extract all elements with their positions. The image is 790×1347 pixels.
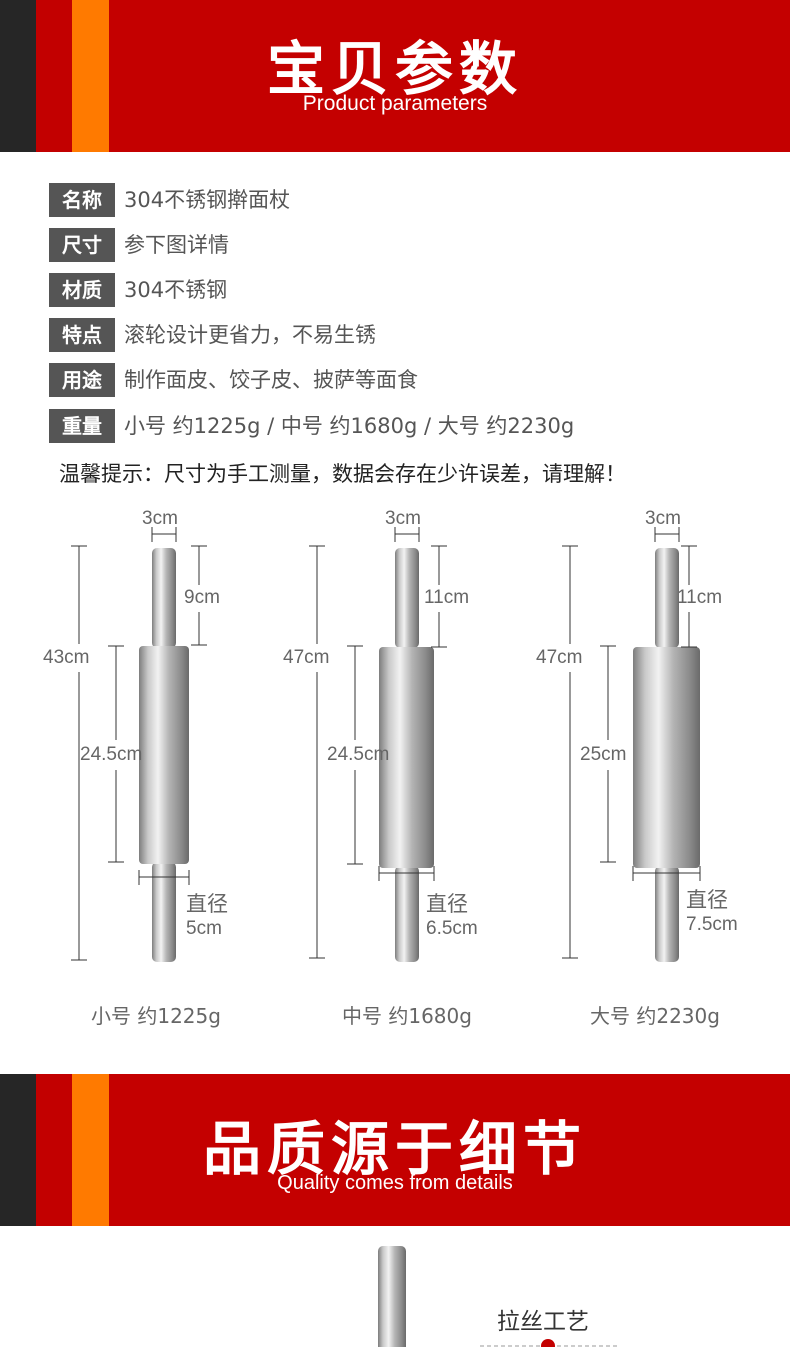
dim-total-length: 47cm xyxy=(536,647,583,668)
dim-handle-length: 9cm xyxy=(184,587,220,608)
dim-handle-length: 11cm xyxy=(424,587,470,608)
dim-diameter: 7.5cm xyxy=(686,914,738,935)
dim-total-length: 43cm xyxy=(43,647,90,668)
dim-roller-length: 25cm xyxy=(580,744,627,765)
dim-diameter-label: 直径 xyxy=(686,888,728,912)
size-caption-small: 小号 约1225g xyxy=(91,1004,221,1028)
detail-rolling-pin xyxy=(378,1246,620,1347)
size-caption-medium: 中号 约1680g xyxy=(342,1004,472,1028)
red-stripe xyxy=(36,1074,72,1226)
dim-roller-length: 24.5cm xyxy=(327,744,390,765)
param-value: 制作面皮、饺子皮、披萨等面食 xyxy=(124,368,418,392)
dark-stripe xyxy=(0,0,36,152)
section-title: 品质源于细节 xyxy=(202,1115,587,1183)
dim-diameter: 6.5cm xyxy=(426,918,478,939)
red-stripe xyxy=(36,0,72,152)
orange-stripe xyxy=(72,0,109,152)
param-label: 特点 xyxy=(49,318,115,352)
param-label: 重量 xyxy=(49,409,115,443)
section-title: 宝贝参数 xyxy=(266,35,523,103)
dim-total-length: 47cm xyxy=(283,647,330,668)
dim-handle-width: 3cm xyxy=(645,508,681,529)
rolling-pin-small xyxy=(71,527,207,962)
param-value: 参下图详情 xyxy=(124,233,229,257)
rolling-pin-large xyxy=(562,527,701,962)
measurement-tip: 温馨提示：尺寸为手工测量，数据会存在少许误差，请理解！ xyxy=(59,462,626,486)
dim-handle-width: 3cm xyxy=(142,508,178,529)
param-label: 名称 xyxy=(49,183,115,217)
param-value: 小号 约1225g / 中号 约1680g / 大号 约2230g xyxy=(124,414,575,438)
detail-label: 拉丝工艺 xyxy=(497,1309,589,1335)
dim-handle-length: 11cm xyxy=(677,587,723,608)
dim-diameter-label: 直径 xyxy=(426,892,468,916)
header-banner-parameters: 宝贝参数 Product parameters xyxy=(0,0,790,152)
param-value: 滚轮设计更省力，不易生锈 xyxy=(124,323,376,347)
banner-panel xyxy=(109,0,790,152)
dark-stripe xyxy=(0,1074,36,1226)
param-value: 304不锈钢擀面杖 xyxy=(124,188,291,212)
banner-panel xyxy=(109,1074,790,1226)
header-banner-quality: 品质源于细节 Quality comes from details xyxy=(0,1074,790,1226)
param-value: 304不锈钢 xyxy=(124,278,228,302)
rolling-pin-medium xyxy=(309,527,447,962)
param-label: 尺寸 xyxy=(49,228,115,262)
dim-handle-width: 3cm xyxy=(385,508,421,529)
dim-diameter-label: 直径 xyxy=(186,892,228,916)
section-subtitle: Quality comes from details xyxy=(277,1172,513,1194)
dim-roller-length: 24.5cm xyxy=(80,744,143,765)
marker-dot-icon xyxy=(541,1339,555,1347)
orange-stripe xyxy=(72,1074,109,1226)
section-subtitle: Product parameters xyxy=(302,92,488,115)
param-label: 用途 xyxy=(49,363,115,397)
param-label: 材质 xyxy=(49,273,115,307)
dim-diameter: 5cm xyxy=(186,918,222,939)
size-caption-large: 大号 约2230g xyxy=(590,1004,720,1028)
